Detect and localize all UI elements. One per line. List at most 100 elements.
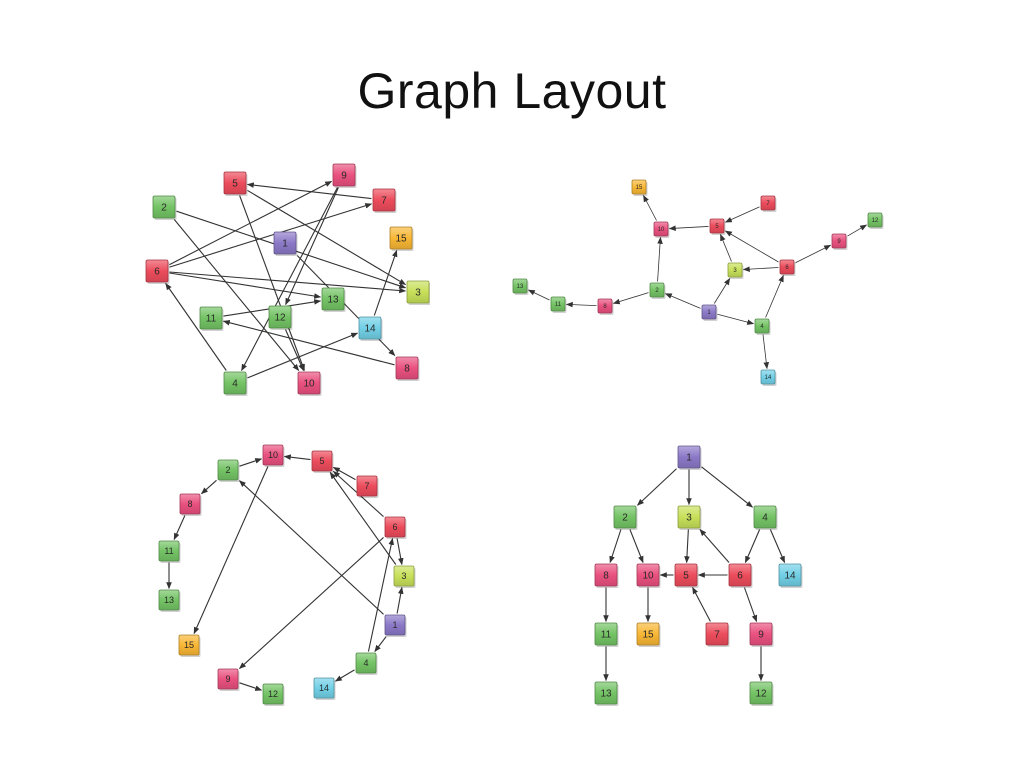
node-6: 6 [779, 259, 796, 276]
node-box [701, 304, 717, 320]
node-box [727, 262, 743, 278]
node-box [653, 221, 669, 237]
node-1: 1 [273, 231, 298, 256]
edge-5-to-10 [283, 454, 311, 461]
node-box [550, 296, 566, 312]
node-box [677, 445, 701, 469]
edges [166, 454, 404, 691]
edge-4-to-6 [165, 282, 227, 371]
node-box [867, 212, 883, 228]
node-6: 6 [384, 516, 407, 539]
node-box [597, 298, 613, 314]
node-label: 1 [707, 310, 711, 316]
edge-7-to-5 [692, 586, 711, 622]
node-box [760, 369, 776, 385]
node-13: 13 [321, 287, 346, 312]
node-box [372, 188, 396, 212]
node-box [332, 163, 356, 187]
node-label: 8 [603, 571, 609, 582]
edge-6-to-3 [169, 271, 407, 294]
node-10: 10 [636, 563, 661, 588]
node-label: 11 [601, 630, 612, 641]
node-14: 14 [313, 677, 336, 700]
node-box [709, 218, 725, 234]
node-label: 14 [765, 375, 772, 381]
node-label: 5 [232, 179, 238, 190]
node-label: 1 [686, 453, 692, 464]
edge-1-to-2 [664, 293, 701, 309]
edge-6-to-3 [742, 266, 779, 272]
node-box [199, 306, 223, 330]
node-label: 15 [636, 185, 643, 191]
edge-2-to-8 [200, 479, 217, 495]
edge-9-to-12 [847, 224, 868, 237]
node-box [358, 316, 382, 340]
edge-3-to-5 [329, 471, 397, 565]
node-label: 4 [232, 379, 238, 390]
edge-1-to-4 [717, 313, 755, 325]
edge-1-to-3 [713, 277, 731, 304]
node-label: 5 [683, 571, 689, 582]
node-9: 9 [831, 233, 848, 250]
node-13: 13 [512, 278, 529, 295]
node-box [674, 563, 698, 587]
node-4: 4 [754, 318, 771, 335]
node-box [311, 450, 333, 472]
node-box [728, 563, 752, 587]
node-box [406, 280, 430, 304]
node-9: 9 [749, 622, 774, 647]
edge-6-to-9 [795, 244, 832, 264]
node-box [636, 563, 660, 587]
node-label: 11 [164, 546, 173, 556]
node-9: 9 [332, 163, 357, 188]
edge-6-to-5 [724, 230, 779, 263]
node-10: 10 [262, 444, 285, 467]
node-box [631, 179, 647, 195]
edges [603, 466, 786, 682]
edge-14-to-15 [373, 249, 398, 316]
node-box [594, 681, 618, 705]
node-10: 10 [653, 221, 670, 238]
node-box [778, 563, 802, 587]
node-box [705, 622, 729, 646]
node-box [749, 622, 773, 646]
node-label: 13 [164, 595, 174, 605]
edge-2-to-10 [173, 219, 300, 372]
node-5: 5 [311, 450, 334, 473]
edge-1-to-2 [636, 468, 677, 506]
node-13: 13 [594, 681, 619, 706]
node-box [649, 282, 665, 298]
node-8: 8 [179, 493, 202, 516]
node-label: 3 [733, 268, 737, 274]
edge-6-to-13 [169, 272, 322, 299]
node-6: 6 [728, 563, 753, 588]
node-label: 13 [600, 689, 612, 700]
node-label: 6 [785, 265, 789, 271]
node-15: 15 [636, 622, 661, 647]
edge-3-to-5 [684, 529, 690, 564]
edge-8-to-11 [173, 515, 186, 541]
node-label: 3 [686, 513, 692, 524]
node-box [321, 287, 345, 311]
node-3: 3 [677, 505, 702, 530]
edge-4-to-6 [744, 529, 761, 564]
node-2: 2 [649, 282, 666, 299]
node-1: 1 [677, 445, 702, 470]
node-label: 15 [642, 630, 654, 641]
edge-9-to-12 [285, 187, 339, 306]
edge-2-to-10 [629, 529, 644, 564]
edge-1-to-2 [238, 480, 384, 615]
node-2: 2 [152, 195, 177, 220]
node-12: 12 [867, 212, 884, 229]
node-box [613, 505, 637, 529]
node-label: 10 [303, 379, 315, 390]
node-box [217, 459, 239, 481]
node-label: 7 [714, 630, 720, 641]
edges [527, 194, 868, 370]
node-label: 1 [392, 620, 397, 630]
